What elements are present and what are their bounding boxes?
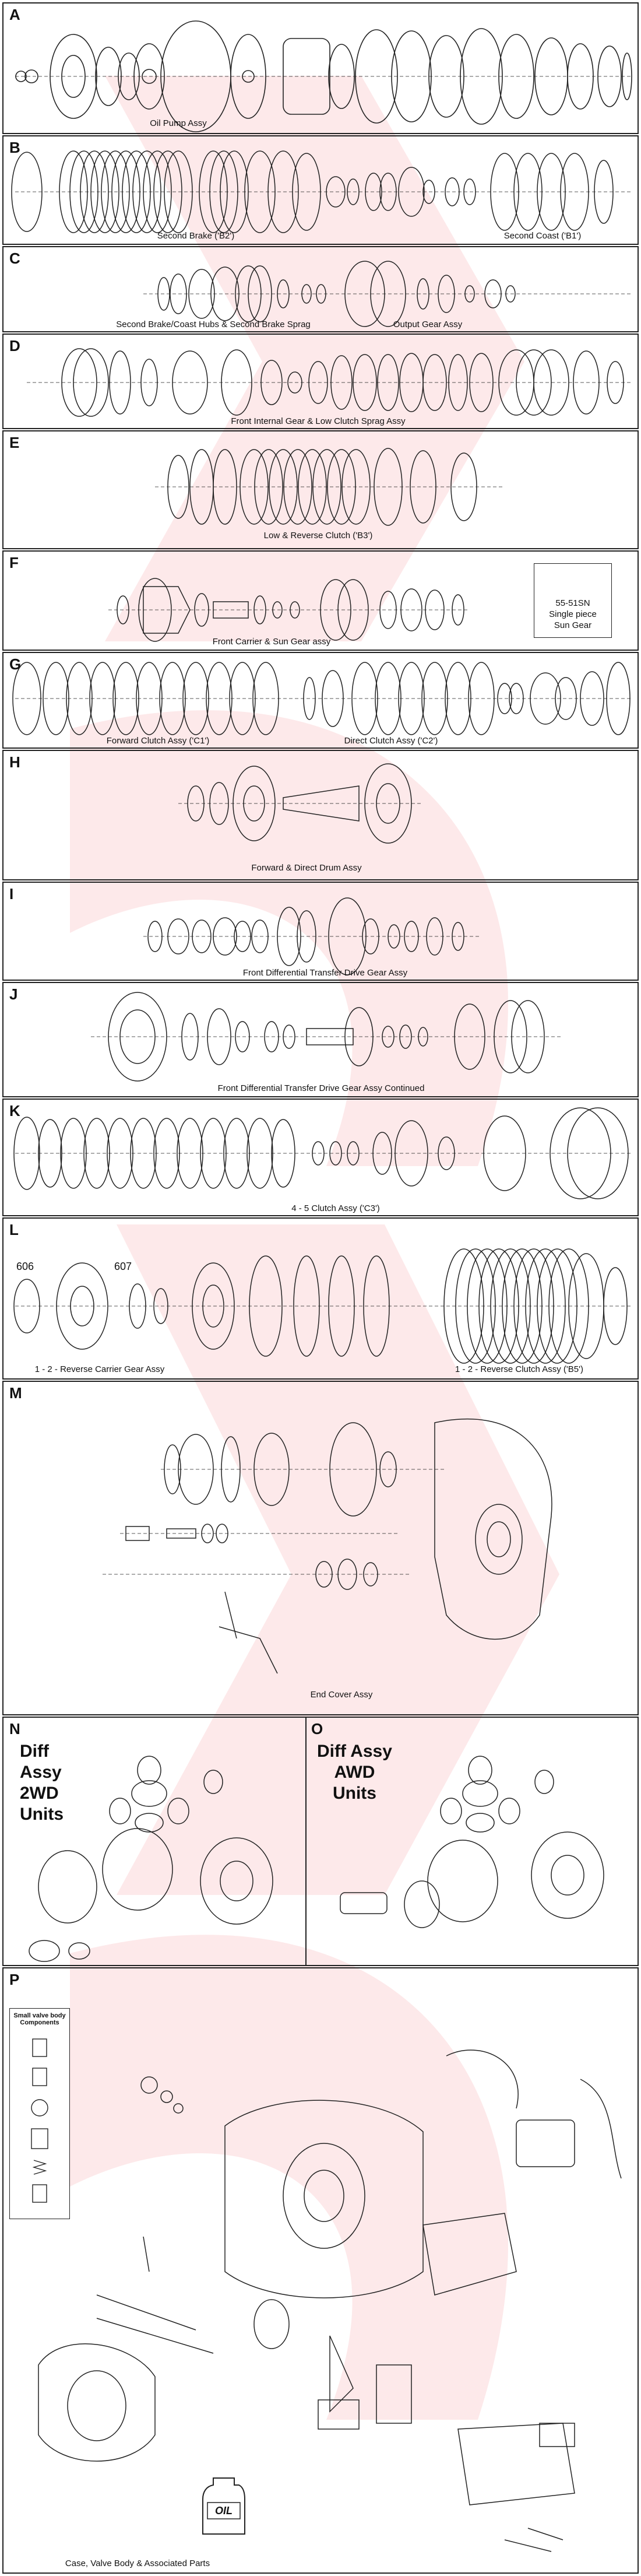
small-components-drawing — [31, 2038, 48, 2203]
section-letter: O — [311, 1720, 323, 1738]
transfer-drive-gear-parts — [143, 897, 481, 975]
section-caption: Oil Pump Assy — [150, 118, 207, 128]
inset-line2: Sun Gear — [554, 620, 592, 630]
small-valve-body-components: Small valve body Components — [9, 2008, 70, 2219]
section-letter: C — [9, 250, 20, 267]
section-caption-right: 1 - 2 - Reverse Clutch Assy ('B5') — [455, 1364, 583, 1374]
section-caption: End Cover Assy — [310, 1690, 373, 1700]
section-caption: Case, Valve Body & Associated Parts — [65, 2559, 210, 2568]
section-caption-right: Second Coast ('B1') — [503, 231, 582, 241]
section-i: I Front Differential Transfer Drive Gear… — [2, 882, 639, 981]
section-letter: E — [9, 434, 20, 451]
section-letter: B — [9, 139, 20, 156]
section-letter: K — [9, 1102, 20, 1119]
section-letter: D — [9, 337, 20, 355]
second-brake-parts — [11, 150, 633, 233]
section-o: O Diff Assy AWD Units — [305, 1718, 638, 1965]
hubs-parts — [143, 261, 633, 327]
transfer-drive-continued-parts — [91, 992, 563, 1082]
section-j: J Front Differential Transfer Drive Gear… — [2, 982, 639, 1097]
section-letter: L — [9, 1221, 19, 1238]
section-caption-right: Output Gear Assy — [393, 320, 463, 329]
inset-drawing — [534, 564, 611, 598]
section-caption: Front Internal Gear & Low Clutch Sprag A… — [231, 416, 406, 426]
section-caption: Forward & Direct Drum Assy — [251, 863, 362, 873]
section-a: A Oil Pump Assy — [2, 2, 639, 134]
section-p: P Small valve body Components — [2, 1967, 639, 2574]
front-internal-gear-parts — [27, 348, 633, 417]
part-number-606: 606 — [16, 1261, 34, 1272]
drum-parts — [178, 763, 423, 844]
section-letter: H — [9, 753, 20, 771]
section-c: C Second Brake/Coast Hubs & Second Brake… — [2, 246, 639, 332]
sun-gear-inset: 55-51SN Single piece Sun Gear — [534, 563, 612, 638]
section-caption-left: Forward Clutch Assy ('C1') — [106, 736, 210, 746]
section-caption: Front Carrier & Sun Gear assy — [212, 637, 331, 647]
section-letter: P — [9, 1971, 20, 1988]
clutch-c3-parts — [13, 1107, 633, 1199]
section-f: F 55-51SN Single piece Sun Gear Front Ca… — [2, 550, 639, 651]
low-reverse-clutch-parts — [155, 448, 505, 526]
case-valve-body-parts — [38, 2049, 622, 2552]
oil-label: OIL — [215, 2505, 233, 2517]
section-g: G Forward Clutch Assy ('C1') Direct Clut… — [2, 652, 639, 749]
section-h: H Forward & Direct Drum Assy — [2, 750, 639, 880]
oil-bottle: OIL — [202, 2476, 246, 2539]
section-caption-right: Direct Clutch Assy ('C2') — [344, 736, 438, 746]
section-letter: G — [9, 655, 22, 673]
section-letter: N — [9, 1720, 20, 1738]
oil-bottle-icon — [202, 2477, 245, 2535]
section-caption: Front Differential Transfer Drive Gear A… — [217, 1083, 425, 1093]
section-d: D Front Internal Gear & Low Clutch Sprag… — [2, 334, 639, 429]
section-caption: 4 - 5 Clutch Assy ('C3') — [291, 1203, 380, 1213]
reverse-clutch-parts — [13, 1248, 633, 1364]
section-m: M End Cover Assy — [2, 1381, 639, 1715]
section-n: N Diff Assy 2WD Units — [3, 1718, 307, 1965]
diff-2wd-parts — [29, 1756, 273, 1962]
section-caption-left: Second Brake ('B2') — [157, 231, 235, 241]
section-letter: A — [9, 6, 20, 23]
part-number-607: 607 — [114, 1261, 132, 1272]
diff-awd-title: Diff Assy AWD Units — [317, 1742, 392, 1803]
section-n-o: N Diff Assy 2WD Units O Diff Assy AWD Un… — [2, 1717, 639, 1966]
section-caption-left: Second Brake/Coast Hubs & Second Brake S… — [116, 320, 311, 329]
section-letter: I — [9, 885, 14, 903]
inset-part-number: 55-51SN — [555, 598, 590, 608]
section-b: B Second Brake ('B2') Second Coast ('B1'… — [2, 135, 639, 245]
inset-line1: Single piece — [549, 609, 597, 619]
section-caption: Low & Reverse Clutch ('B3') — [263, 531, 373, 541]
end-cover-parts — [103, 1418, 552, 1674]
section-caption: Front Differential Transfer Drive Gear A… — [242, 968, 408, 978]
section-e: E Low & Reverse Clutch ('B3') — [2, 430, 639, 549]
section-letter: F — [9, 554, 19, 571]
oil-pump-parts — [15, 20, 633, 132]
diff-2wd-title: Diff Assy 2WD Units — [20, 1742, 64, 1824]
section-letter: M — [9, 1384, 22, 1402]
forward-direct-clutch-parts — [12, 662, 633, 735]
section-k: K 4 - 5 Clutch Assy ('C3') — [2, 1099, 639, 1216]
section-caption-left: 1 - 2 - Reverse Carrier Gear Assy — [34, 1364, 165, 1374]
section-letter: J — [9, 985, 18, 1003]
diff-awd-parts — [340, 1756, 604, 1928]
section-l: L 606 607 1 - 2 - Reverse Carrier Gear A… — [2, 1217, 639, 1380]
